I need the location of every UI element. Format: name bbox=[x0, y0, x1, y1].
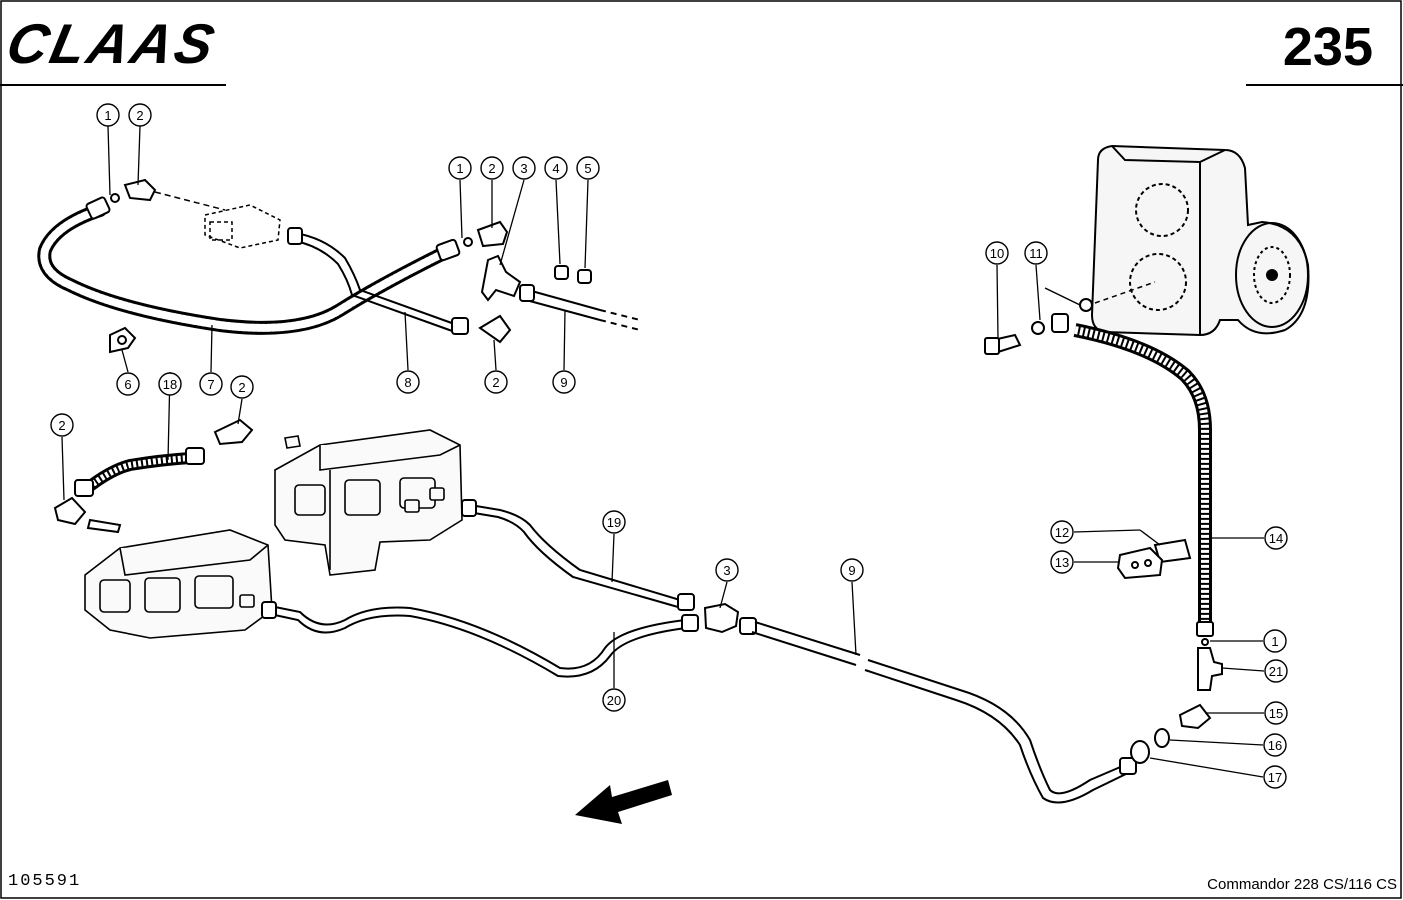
svg-text:12: 12 bbox=[1055, 525, 1069, 540]
svg-text:11: 11 bbox=[1029, 246, 1043, 261]
callout: 3 bbox=[512, 156, 536, 180]
callout: 2 bbox=[230, 375, 254, 399]
pipe-19 bbox=[461, 499, 695, 611]
callout: 8 bbox=[396, 370, 420, 394]
clamp-6 bbox=[109, 326, 137, 354]
callout: 2 bbox=[128, 103, 152, 127]
page-number: 235 bbox=[1282, 17, 1373, 77]
svg-text:13: 13 bbox=[1055, 555, 1069, 570]
svg-text:19: 19 bbox=[607, 515, 621, 530]
leader-lines bbox=[61, 125, 1265, 778]
callout: 12 bbox=[1050, 520, 1074, 544]
callouts: 1 2 1 2 3 4 5 6 18 7 2 8 2 9 10 11 2 12 … bbox=[50, 103, 1288, 789]
svg-text:4: 4 bbox=[552, 161, 559, 176]
callout: 19 bbox=[602, 510, 626, 534]
svg-text:8: 8 bbox=[404, 375, 411, 390]
callout: 4 bbox=[544, 156, 568, 180]
svg-text:14: 14 bbox=[1269, 531, 1283, 546]
svg-text:2: 2 bbox=[58, 418, 65, 433]
callout: 6 bbox=[116, 372, 140, 396]
callout: 9 bbox=[552, 370, 576, 394]
elbow-fittings-top bbox=[476, 220, 592, 344]
svg-text:9: 9 bbox=[848, 563, 855, 578]
svg-text:2: 2 bbox=[238, 380, 245, 395]
callout: 18 bbox=[158, 372, 182, 396]
svg-text:6: 6 bbox=[124, 377, 131, 392]
callout: 2 bbox=[50, 413, 74, 437]
engine-block bbox=[1090, 144, 1310, 337]
callout: 2 bbox=[484, 370, 508, 394]
model-name: Commandor 228 CS/116 CS bbox=[1207, 876, 1397, 893]
callout: 1 bbox=[96, 103, 120, 127]
svg-text:2: 2 bbox=[136, 108, 143, 123]
svg-text:9: 9 bbox=[560, 375, 567, 390]
svg-text:2: 2 bbox=[492, 375, 499, 390]
callout: 1 bbox=[448, 156, 472, 180]
pipe-9-lower bbox=[751, 621, 1137, 804]
callout: 2 bbox=[480, 156, 504, 180]
direction-arrow bbox=[575, 780, 672, 824]
callout: 16 bbox=[1263, 733, 1287, 757]
pipe-9-upper bbox=[519, 284, 641, 331]
pipe-20 bbox=[261, 601, 699, 678]
svg-text:15: 15 bbox=[1269, 706, 1283, 721]
small-valve bbox=[204, 204, 281, 249]
svg-text:3: 3 bbox=[723, 563, 730, 578]
control-valve-block bbox=[274, 429, 463, 576]
svg-text:10: 10 bbox=[990, 246, 1004, 261]
hose-7-fittings bbox=[85, 178, 473, 262]
svg-text:20: 20 bbox=[607, 693, 621, 708]
svg-text:17: 17 bbox=[1268, 770, 1282, 785]
svg-text:16: 16 bbox=[1268, 738, 1282, 753]
hose-18-fittings bbox=[53, 418, 254, 534]
callout: 7 bbox=[199, 372, 223, 396]
svg-text:7: 7 bbox=[207, 377, 214, 392]
svg-text:18: 18 bbox=[163, 377, 177, 392]
callout: 21 bbox=[1264, 659, 1288, 683]
hose-14-fittings bbox=[984, 298, 1223, 764]
callout: 11 bbox=[1024, 241, 1048, 265]
lower-valve-block bbox=[84, 529, 273, 639]
pipe-8 bbox=[287, 227, 469, 335]
bracket-13 bbox=[1116, 546, 1164, 580]
svg-text:2: 2 bbox=[488, 161, 495, 176]
callout: 14 bbox=[1264, 526, 1288, 550]
callout: 5 bbox=[576, 156, 600, 180]
callout: 20 bbox=[602, 688, 626, 712]
callout: 15 bbox=[1264, 701, 1288, 725]
callout: 10 bbox=[985, 241, 1009, 265]
callout: 3 bbox=[715, 558, 739, 582]
callout: 1 bbox=[1263, 629, 1287, 653]
callout: 17 bbox=[1263, 765, 1287, 789]
callout: 13 bbox=[1050, 550, 1074, 574]
document-number: 105591 bbox=[8, 872, 82, 891]
tee-fitting-lower bbox=[703, 602, 757, 635]
svg-text:1: 1 bbox=[104, 108, 111, 123]
svg-text:21: 21 bbox=[1269, 664, 1283, 679]
svg-text:3: 3 bbox=[520, 161, 527, 176]
svg-text:1: 1 bbox=[456, 161, 463, 176]
hose-7 bbox=[37, 203, 447, 335]
hose-18 bbox=[81, 452, 191, 495]
svg-text:5: 5 bbox=[584, 161, 591, 176]
callout: 9 bbox=[840, 558, 864, 582]
svg-text:1: 1 bbox=[1271, 634, 1278, 649]
hose-14 bbox=[1073, 323, 1212, 625]
